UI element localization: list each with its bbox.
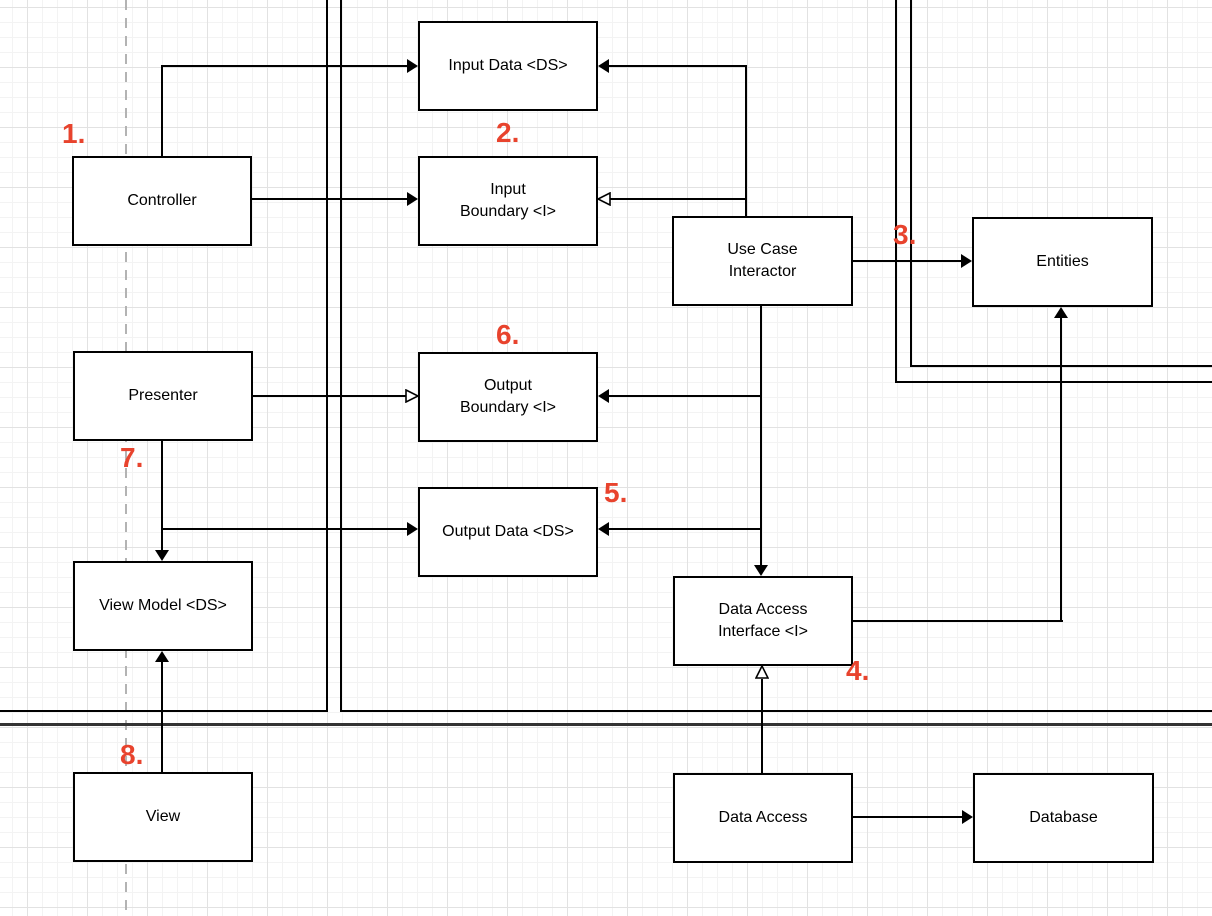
node-input-boundary-label: Input Boundary <I> xyxy=(459,181,557,220)
node-controller[interactable]: Controller xyxy=(72,156,252,246)
node-view[interactable]: View xyxy=(73,772,253,862)
edge-view-to-view-model[interactable] xyxy=(161,661,163,772)
node-output-data-label: Output Data <DS> xyxy=(442,523,574,541)
arrowhead-into-data-access-interface-top xyxy=(754,565,768,576)
step-label-6[interactable]: 6. xyxy=(496,319,520,350)
arrowhead-into-entities-bottom xyxy=(1054,307,1068,318)
layer-boundary-entities-outer-bottom[interactable] xyxy=(895,381,1212,383)
node-database[interactable]: Database xyxy=(973,773,1154,863)
node-input-boundary[interactable]: Input Boundary <I> xyxy=(418,156,598,246)
edge-interactor-to-output-data[interactable] xyxy=(608,528,762,530)
edge-presenter-to-output-boundary[interactable] xyxy=(253,395,406,397)
step-label-2[interactable]: 2. xyxy=(496,117,520,148)
open-arrowhead-into-input-boundary-right xyxy=(597,192,611,206)
node-view-label: View xyxy=(145,808,181,826)
node-entities-label: Entities xyxy=(1036,253,1089,271)
arrowhead-into-input-data-right xyxy=(598,59,609,73)
edge-controller-to-input-data-horizontal[interactable] xyxy=(161,65,408,67)
edge-presenter-to-output-data[interactable] xyxy=(161,528,408,530)
step-label-8[interactable]: 8. xyxy=(120,739,144,770)
arrowhead-into-output-boundary-right xyxy=(598,389,609,403)
edge-interface-to-entities-horizontal[interactable] xyxy=(853,620,1063,622)
arrowhead-into-output-data-left xyxy=(407,522,418,536)
node-use-case-interactor-label: Use Case Interactor xyxy=(727,241,798,280)
node-output-boundary-label: Output Boundary <I> xyxy=(459,377,557,416)
node-data-access-interface[interactable]: Data Access Interface <I> xyxy=(673,576,853,666)
node-use-case-interactor[interactable]: Use Case Interactor xyxy=(672,216,853,306)
layer-boundary-entities-outer-vertical[interactable] xyxy=(895,0,897,383)
edge-interactor-to-input-boundary[interactable] xyxy=(609,198,747,200)
edge-data-access-to-database[interactable] xyxy=(853,816,963,818)
dashed-guide-line[interactable] xyxy=(125,0,127,916)
step-label-7[interactable]: 7. xyxy=(120,442,144,473)
step-label-1[interactable]: 1. xyxy=(62,118,86,149)
node-presenter[interactable]: Presenter xyxy=(73,351,253,441)
edge-controller-to-input-data-vertical[interactable] xyxy=(161,66,163,156)
edge-interactor-to-output-boundary[interactable] xyxy=(608,395,762,397)
layer-boundary-left-vertical[interactable] xyxy=(326,0,328,712)
arrowhead-into-input-data-left xyxy=(407,59,418,73)
node-view-model[interactable]: View Model <DS> xyxy=(73,561,253,651)
node-entities[interactable]: Entities xyxy=(972,217,1153,307)
layer-boundary-left-bottom[interactable] xyxy=(0,710,328,712)
arrowhead-into-input-boundary-left xyxy=(407,192,418,206)
edge-interactor-to-entities[interactable] xyxy=(853,260,962,262)
step-label-5[interactable]: 5. xyxy=(604,477,628,508)
node-data-access[interactable]: Data Access xyxy=(673,773,853,863)
node-data-access-label: Data Access xyxy=(718,809,808,827)
node-presenter-label: Presenter xyxy=(128,387,198,405)
open-arrowhead-into-data-access-interface-bottom xyxy=(755,665,769,679)
edge-interactor-down-vertical[interactable] xyxy=(760,306,762,566)
node-controller-label: Controller xyxy=(127,192,197,210)
node-view-model-label: View Model <DS> xyxy=(99,597,227,615)
node-input-data[interactable]: Input Data <DS> xyxy=(418,21,598,111)
node-data-access-interface-label: Data Access Interface <I> xyxy=(718,601,808,640)
arrowhead-into-view-model-top xyxy=(155,550,169,561)
layer-boundary-entities-inner-vertical[interactable] xyxy=(910,0,912,367)
edge-presenter-down-vertical[interactable] xyxy=(161,441,163,551)
arrowhead-into-view-model-bottom xyxy=(155,651,169,662)
arrowhead-into-output-data-right xyxy=(598,522,609,536)
edge-interface-to-entities-vertical[interactable] xyxy=(1060,317,1062,622)
arrowhead-into-database-left xyxy=(962,810,973,824)
step-label-4[interactable]: 4. xyxy=(846,655,870,686)
open-arrowhead-into-output-boundary-left xyxy=(405,389,419,403)
layer-boundary-middle-vertical[interactable] xyxy=(340,0,342,712)
edge-data-access-to-interface[interactable] xyxy=(761,679,763,773)
node-output-data[interactable]: Output Data <DS> xyxy=(418,487,598,577)
node-output-boundary[interactable]: Output Boundary <I> xyxy=(418,352,598,442)
layer-divider-full-width[interactable] xyxy=(0,723,1212,726)
node-input-data-label: Input Data <DS> xyxy=(448,57,568,75)
arrowhead-into-entities-left xyxy=(961,254,972,268)
node-database-label: Database xyxy=(1029,809,1098,827)
step-label-3[interactable]: 3. xyxy=(893,219,917,250)
edge-controller-to-input-boundary[interactable] xyxy=(252,198,408,200)
edge-interactor-up-vertical[interactable] xyxy=(745,65,747,216)
layer-boundary-middle-bottom[interactable] xyxy=(340,710,1212,712)
edge-interactor-to-input-data[interactable] xyxy=(609,65,747,67)
